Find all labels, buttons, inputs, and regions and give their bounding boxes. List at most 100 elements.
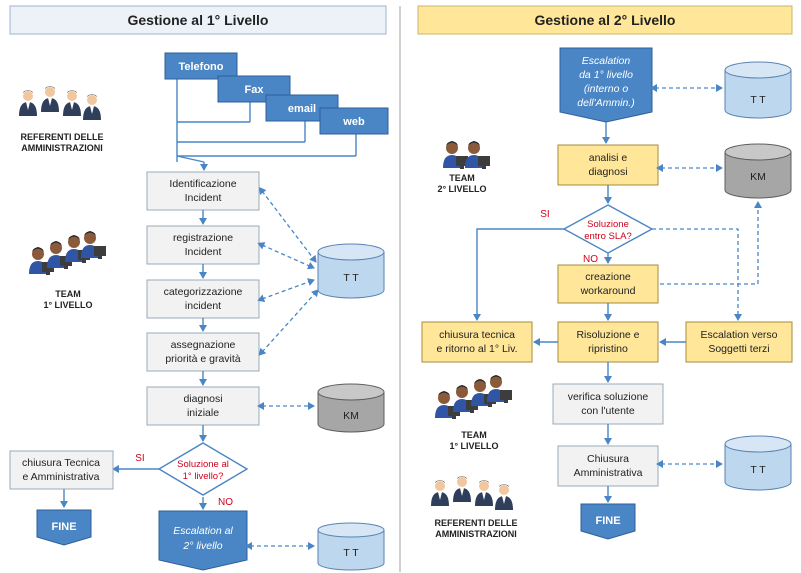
- svg-text:Telefono: Telefono: [178, 61, 223, 73]
- svg-text:ripristino: ripristino: [588, 343, 628, 355]
- svg-text:assegnazione: assegnazione: [171, 339, 236, 351]
- team2-icon-right: [443, 141, 490, 169]
- step-analisi: analisi e diagnosi: [557, 144, 659, 186]
- step-assegnazione: assegnazione priorità e gravità: [146, 332, 260, 372]
- step-diagnosi: diagnosi iniziale: [146, 386, 260, 426]
- svg-text:workaround: workaround: [580, 285, 636, 297]
- svg-text:T T: T T: [750, 94, 766, 106]
- step-chiusura-amm: Chiusura Amministrativa: [557, 445, 659, 487]
- fine-right: FINE: [580, 503, 636, 540]
- cylinder-tt2-right: T T: [724, 435, 792, 491]
- escalation-left: Escalation al 2° livello: [158, 510, 248, 571]
- svg-text:Soggetti terzi: Soggetti terzi: [708, 343, 769, 355]
- cylinder-tt-right: T T: [724, 61, 792, 119]
- svg-text:chiusura tecnica: chiusura tecnica: [439, 329, 515, 341]
- decision-left: Soluzione al 1° livello?: [157, 442, 249, 496]
- svg-text:priorità e gravità: priorità e gravità: [165, 353, 240, 365]
- svg-text:Incident: Incident: [185, 192, 222, 204]
- step-verifica: verifica soluzione con l'utente: [552, 383, 664, 425]
- caption-referenti-right-1: REFERENTI DELLE: [434, 518, 517, 528]
- channel-telefono: Telefono: [164, 52, 238, 80]
- svg-text:KM: KM: [343, 410, 359, 422]
- svg-text:categorizzazione: categorizzazione: [164, 286, 243, 298]
- svg-text:email: email: [288, 103, 316, 115]
- svg-text:diagnosi: diagnosi: [588, 166, 627, 178]
- label-si-left: SI: [135, 453, 144, 464]
- caption-team1-left-2: 1° LIVELLO: [43, 300, 92, 310]
- step-escalation-terzi: Escalation verso Soggetti terzi: [685, 321, 793, 363]
- svg-text:incident: incident: [185, 300, 221, 312]
- svg-text:Soluzione: Soluzione: [587, 219, 629, 230]
- svg-text:Escalation: Escalation: [582, 55, 631, 67]
- svg-text:verifica soluzione: verifica soluzione: [568, 391, 649, 403]
- svg-text:chiusura Tecnica: chiusura Tecnica: [22, 457, 100, 469]
- cylinder-km-right: KM: [724, 143, 792, 199]
- caption-referenti-left-1: REFERENTI DELLE: [20, 132, 103, 142]
- svg-text:T T: T T: [343, 547, 359, 559]
- label-si-right: SI: [540, 209, 549, 220]
- svg-text:dell'Ammin.): dell'Ammin.): [577, 97, 634, 109]
- svg-text:FINE: FINE: [595, 515, 620, 527]
- caption-team2-right-1: TEAM: [449, 173, 475, 183]
- svg-text:web: web: [342, 116, 365, 128]
- svg-text:Chiusura: Chiusura: [587, 453, 629, 465]
- svg-text:e ritorno al 1° Liv.: e ritorno al 1° Liv.: [436, 343, 517, 355]
- channel-web: web: [319, 107, 389, 135]
- svg-text:Risoluzione e: Risoluzione e: [576, 329, 639, 341]
- svg-text:Incident: Incident: [185, 246, 222, 258]
- svg-text:Identificazione: Identificazione: [169, 178, 236, 190]
- fine-left: FINE: [36, 509, 92, 546]
- svg-text:da 1° livello: da 1° livello: [579, 69, 633, 81]
- step-categorizzazione: categorizzazione incident: [146, 279, 260, 319]
- left-dashed-links: [245, 187, 319, 550]
- right-flow-arrows: [473, 122, 686, 503]
- svg-text:FINE: FINE: [51, 521, 76, 533]
- svg-text:KM: KM: [750, 171, 766, 183]
- channel-lines: [176, 79, 357, 171]
- chiusura-left: chiusura Tecnica e Amministrativa: [9, 450, 114, 490]
- cylinder-km-left: KM: [317, 383, 385, 433]
- team1-icon-left: [29, 231, 106, 275]
- svg-text:Escalation verso: Escalation verso: [700, 329, 777, 341]
- label-no-right: NO: [583, 254, 598, 265]
- step-registrazione: registrazione Incident: [146, 225, 260, 265]
- label-no-left: NO: [218, 497, 233, 508]
- svg-text:2° livello: 2° livello: [182, 540, 222, 552]
- svg-text:Soluzione al: Soluzione al: [177, 459, 229, 470]
- cylinder-tt2-left: T T: [317, 522, 385, 571]
- svg-text:(interno o: (interno o: [584, 83, 629, 95]
- decision-right: Soluzione entro SLA?: [562, 204, 654, 254]
- title-left-box: [9, 5, 387, 35]
- channel-fax: Fax: [217, 75, 291, 103]
- caption-team1-right-1: TEAM: [461, 430, 487, 440]
- svg-text:Amministrativa: Amministrativa: [574, 467, 643, 479]
- referenti-icon-left: [19, 86, 101, 120]
- cylinder-tt-left: T T: [317, 243, 385, 299]
- step-workaround: creazione workaround: [557, 264, 659, 304]
- svg-text:1° livello?: 1° livello?: [183, 471, 224, 482]
- svg-text:creazione: creazione: [585, 271, 631, 283]
- step-identificazione: Identificazione Incident: [146, 171, 260, 211]
- caption-team1-right-2: 1° LIVELLO: [449, 441, 498, 451]
- svg-text:Fax: Fax: [245, 84, 265, 96]
- svg-text:T T: T T: [343, 272, 359, 284]
- svg-text:diagnosi: diagnosi: [183, 393, 222, 405]
- svg-text:registrazione: registrazione: [173, 232, 233, 244]
- svg-text:e Amministrativa: e Amministrativa: [22, 471, 99, 483]
- step-chiusura-tecnica: chiusura tecnica e ritorno al 1° Liv.: [421, 321, 533, 363]
- referenti-icon-right: [431, 476, 513, 510]
- svg-text:entro SLA?: entro SLA?: [584, 231, 632, 242]
- step-risoluzione: Risoluzione e ripristino: [557, 321, 659, 363]
- svg-text:con l'utente: con l'utente: [581, 405, 635, 417]
- caption-referenti-right-2: AMMINISTRAZIONI: [435, 529, 517, 539]
- svg-text:Escalation al: Escalation al: [173, 525, 233, 537]
- svg-text:T T: T T: [750, 464, 766, 476]
- escalation-in-right: Escalation da 1° livello (interno o dell…: [559, 47, 653, 123]
- title-right-box: [417, 5, 793, 35]
- title-right: Gestione al 2° Livello: [535, 12, 676, 28]
- right-dashed-links: [650, 84, 762, 468]
- team1-icon-right: [435, 375, 512, 419]
- caption-referenti-left-2: AMMINISTRAZIONI: [21, 143, 103, 153]
- left-flow-arrows: [60, 210, 207, 510]
